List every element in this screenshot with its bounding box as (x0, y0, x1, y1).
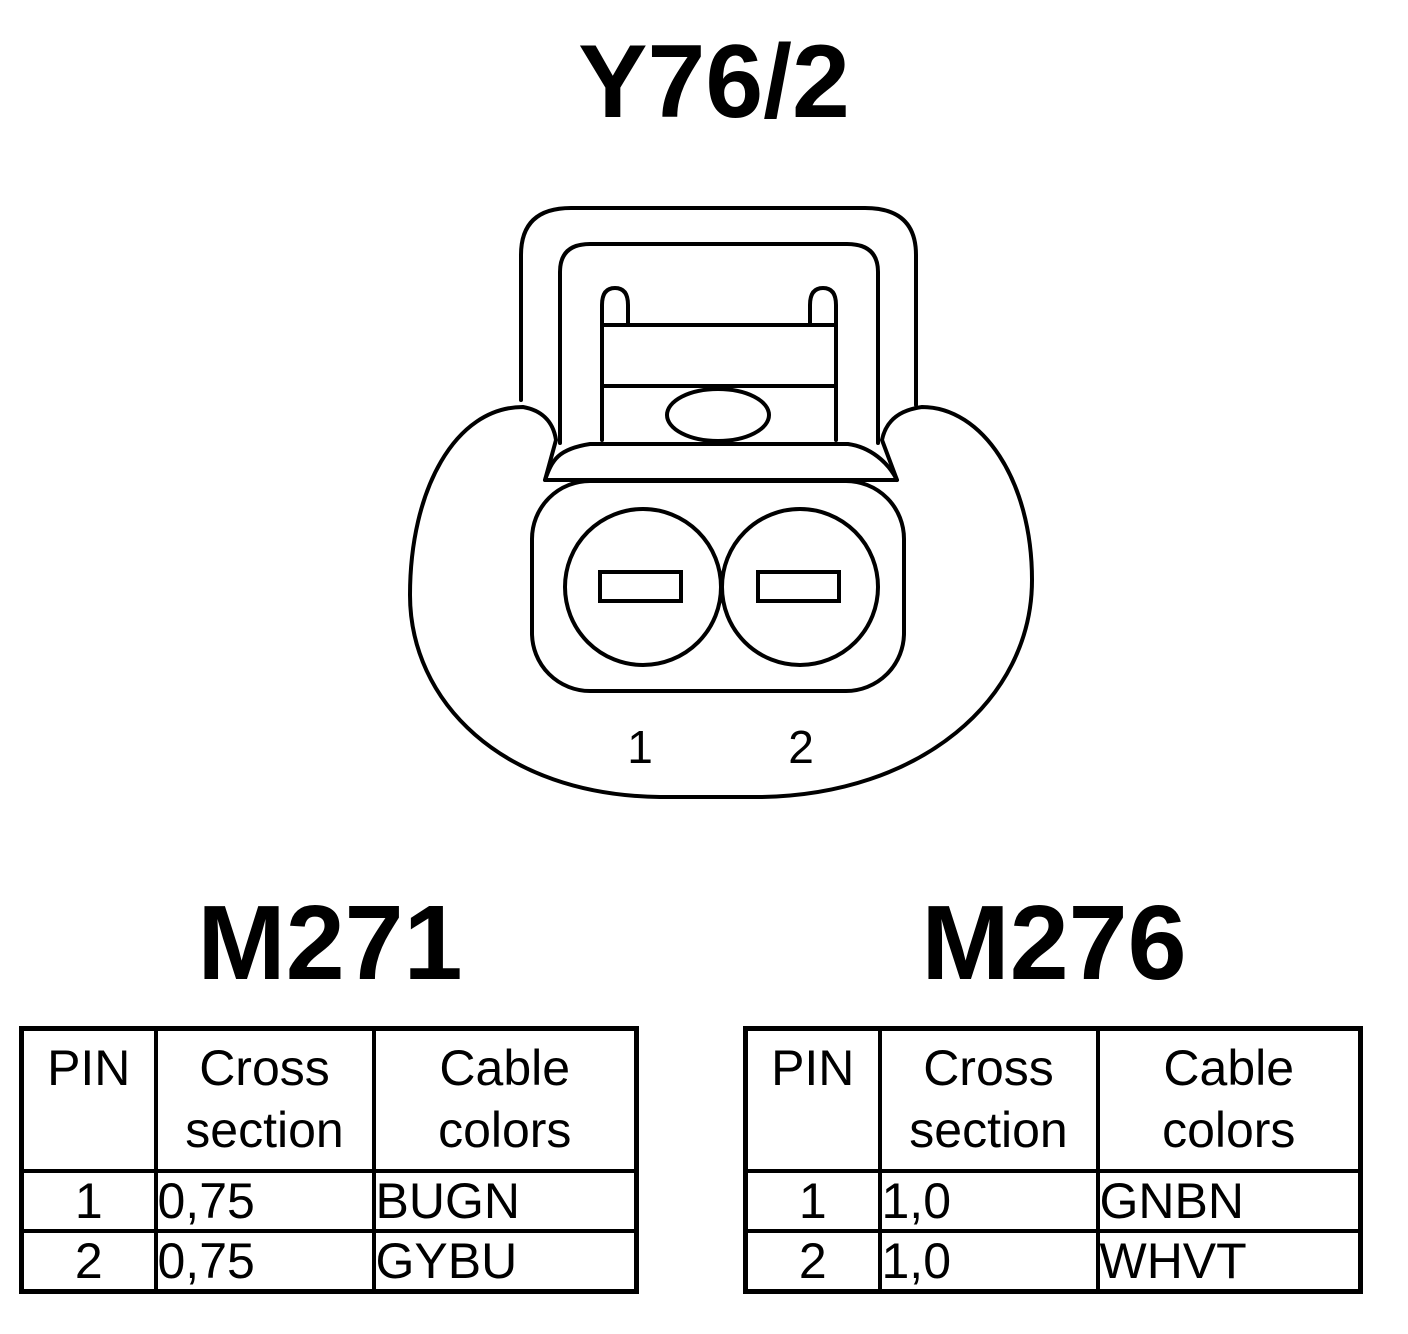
pin-1-contact (598, 570, 683, 603)
left-shoulder-curve (543, 442, 899, 482)
right-latch-tab (808, 286, 838, 442)
pin-2-socket (720, 507, 880, 667)
latch-inner-frame (558, 242, 880, 445)
pin-table-m276: PIN Cross section Cable colors 1 1,0 GNB… (743, 1026, 1363, 1294)
pin-cell: 2 (19, 1229, 158, 1294)
connector-housing-outline (408, 405, 1034, 799)
variant-title-m271: M271 (197, 884, 463, 1002)
cross-section-cell: 1,0 (877, 1169, 1100, 1233)
pin-cell: 2 (743, 1229, 882, 1294)
latch-release-oval (665, 387, 771, 443)
cross-section-cell: 0,75 (153, 1169, 376, 1233)
table-row: 2 0,75 GYBU (19, 1229, 639, 1294)
variant-title-m276: M276 (921, 884, 1187, 1002)
connector-drawing: 1 2 (408, 206, 1034, 799)
pin-label-2: 2 (788, 721, 814, 773)
pin-2-contact (756, 570, 841, 603)
table-row: 1 1,0 GNBN (743, 1169, 1363, 1233)
header-cable-colors: Cable colors (1095, 1026, 1363, 1173)
cross-section-cell: 0,75 (153, 1229, 376, 1294)
cable-color-cell: WHVT (1095, 1229, 1363, 1294)
cable-color-cell: GYBU (371, 1229, 639, 1294)
cable-color-cell: GNBN (1095, 1169, 1363, 1233)
header-cross-section: Cross section (153, 1026, 376, 1173)
pin-label-1: 1 (627, 721, 653, 773)
pin-table-m271: PIN Cross section Cable colors 1 0,75 BU… (19, 1026, 639, 1294)
pin-cell: 1 (19, 1169, 158, 1233)
left-latch-tab (600, 286, 630, 442)
connector-title: Y76/2 (578, 24, 850, 140)
header-pin: PIN (743, 1026, 882, 1173)
header-cross-section: Cross section (877, 1026, 1100, 1173)
header-cable-colors: Cable colors (371, 1026, 639, 1173)
cable-color-cell: BUGN (371, 1169, 639, 1233)
cross-section-cell: 1,0 (877, 1229, 1100, 1294)
table-header-row: PIN Cross section Cable colors (19, 1026, 639, 1173)
header-pin: PIN (19, 1026, 158, 1173)
latch-outer-frame (519, 206, 918, 407)
pin-recess (530, 479, 906, 693)
pin-cell: 1 (743, 1169, 882, 1233)
table-row: 2 1,0 WHVT (743, 1229, 1363, 1294)
table-row: 1 0,75 BUGN (19, 1169, 639, 1233)
table-header-row: PIN Cross section Cable colors (743, 1026, 1363, 1173)
